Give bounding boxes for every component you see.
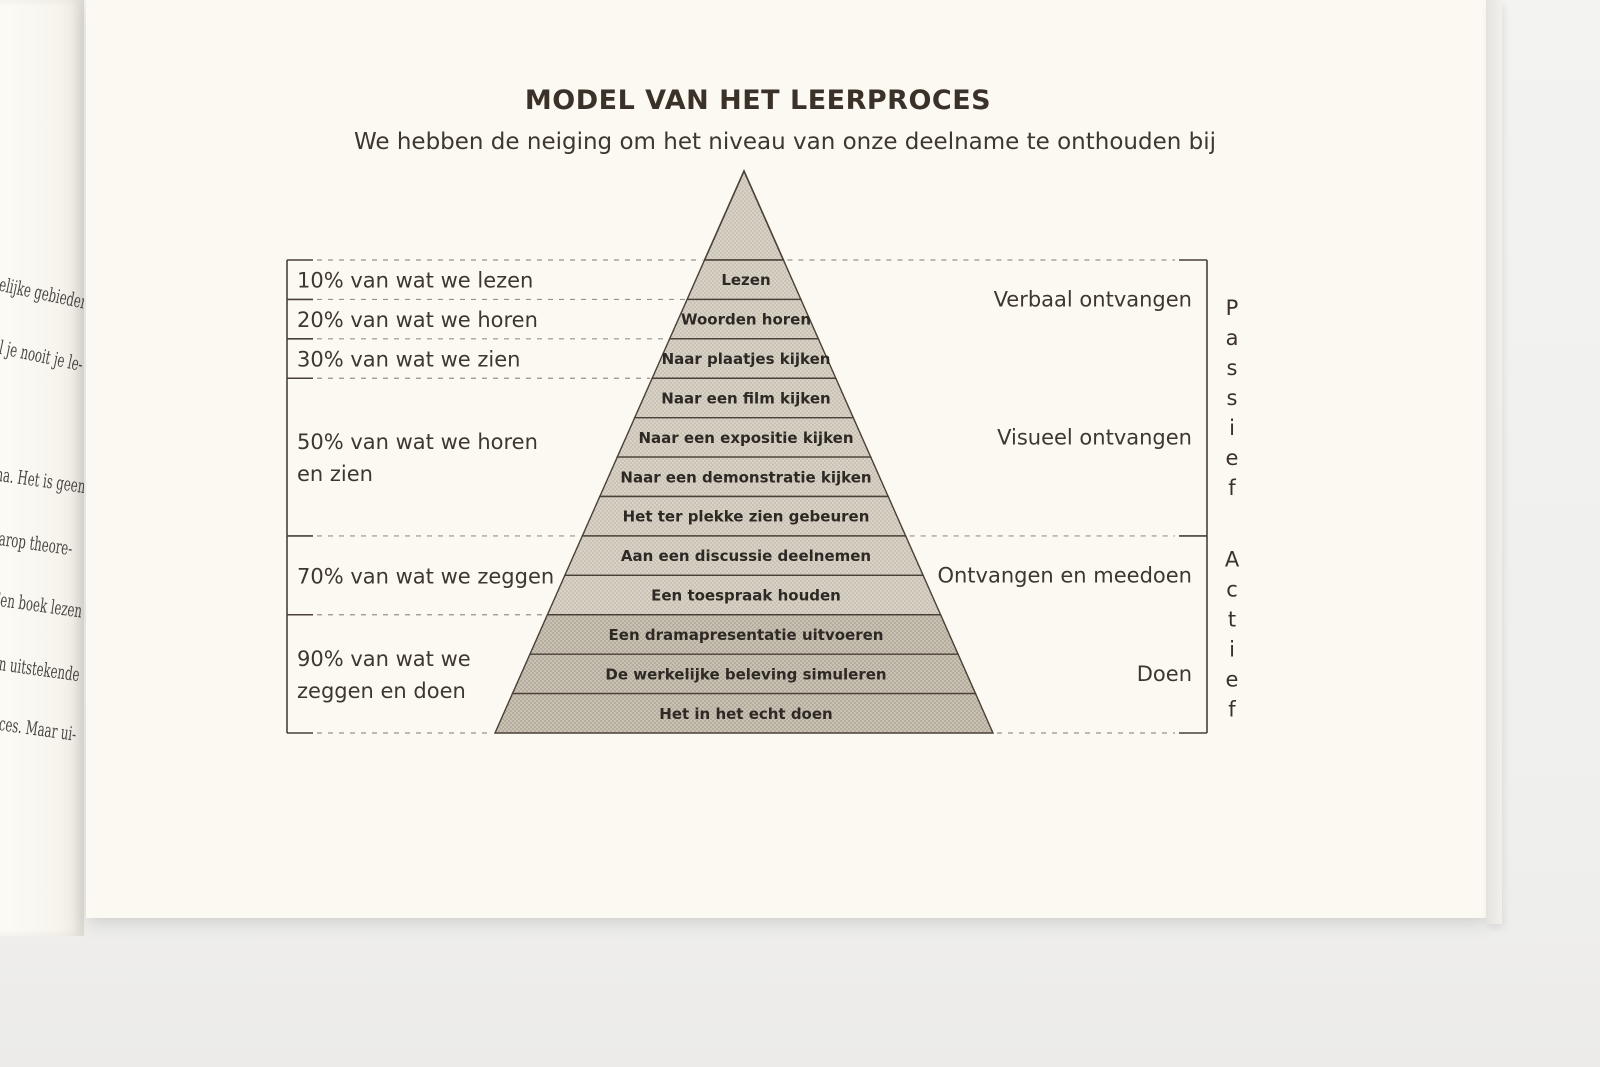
pyramid-level-label: Het ter plekke zien gebeuren [623, 508, 870, 526]
retention-label: 90% van wat we [297, 647, 471, 671]
pyramid-level-label: Een dramapresentatie uitvoeren [609, 626, 884, 644]
vertical-group-letter: i [1229, 416, 1235, 440]
pyramid-level-label: Naar een demonstratie kijken [620, 468, 871, 486]
vertical-group-letter: e [1226, 667, 1239, 691]
dashed-guide-lines [317, 259, 1175, 734]
vertical-group-letter: c [1226, 577, 1238, 601]
vertical-group-letter: a [1226, 326, 1239, 350]
pyramid-level-label: Het in het echt doen [659, 705, 832, 723]
retention-label: en zien [297, 462, 373, 486]
pyramid-apex [703, 169, 785, 261]
vertical-group-letter: f [1228, 697, 1236, 721]
retention-label: zeggen en doen [297, 679, 466, 703]
mode-label: Ontvangen en meedoen [937, 563, 1192, 587]
pyramid-level-label: Een toespraak houden [651, 587, 841, 605]
pyramid-level-label: Aan een discussie deelnemen [621, 547, 871, 565]
retention-label: 10% van wat we lezen [297, 269, 533, 293]
vertical-group-letter: s [1227, 386, 1238, 410]
vertical-group-letter: P [1226, 296, 1239, 320]
vertical-group-letter: s [1227, 356, 1238, 380]
pyramid-level-label: De werkelijke beleving simuleren [605, 665, 886, 683]
mode-label: Verbaal ontvangen [994, 287, 1192, 311]
vertical-group-letter: t [1228, 607, 1236, 631]
retention-label: 30% van wat we zien [297, 348, 520, 372]
pyramid-level-label: Naar een expositie kijken [638, 429, 853, 447]
retention-label: 20% van wat we horen [297, 308, 538, 332]
pyramid-level-label: Naar plaatjes kijken [662, 350, 831, 368]
retention-brackets: 10% van wat we lezen 20% van wat we horen… [286, 259, 554, 734]
pyramid-level-label: Naar een film kijken [661, 389, 830, 407]
mode-label: Doen [1137, 662, 1192, 686]
book-page-edge [1486, 0, 1502, 924]
pyramid-level-label: Lezen [721, 271, 770, 289]
diagram-subtitle: We hebben de neiging om het niveau van o… [354, 129, 1216, 155]
vertical-group-letter: A [1225, 547, 1240, 571]
vertical-group-letter: i [1229, 637, 1235, 661]
retention-label: 50% van wat we horen [297, 430, 538, 454]
diagram-title: MODEL VAN HET LEERPROCES [525, 85, 991, 116]
mode-label: Visueel ontvangen [997, 425, 1192, 449]
vertical-group-letter: f [1228, 476, 1236, 500]
retention-label: 70% van wat we zeggen [297, 564, 554, 588]
pyramid-level-band [493, 692, 995, 734]
vertical-group-letter: e [1226, 446, 1239, 470]
pyramid-level-label: Woorden horen [681, 311, 811, 329]
